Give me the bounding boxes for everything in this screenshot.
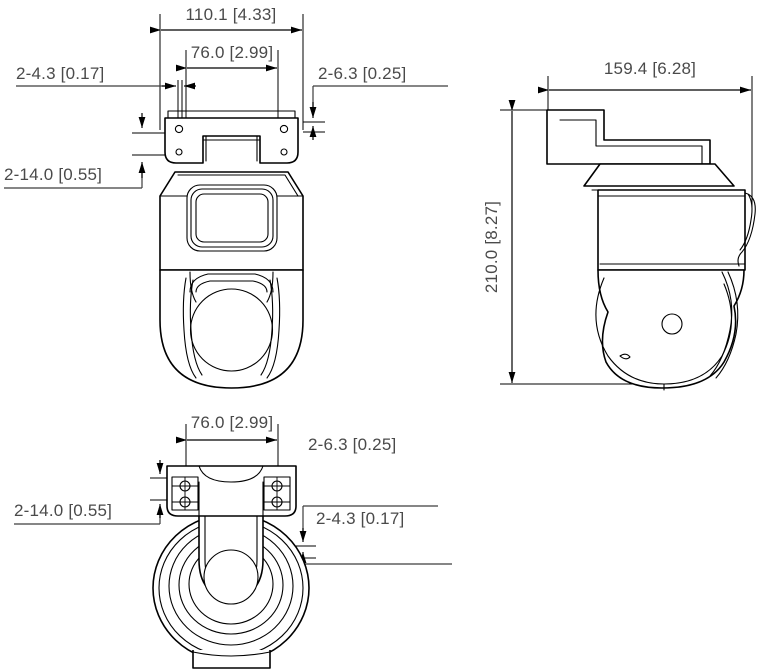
front-bracket-top-plate — [167, 110, 296, 119]
side-base-plate — [583, 163, 735, 187]
front-left-spacing-label: 2-14.0 [0.55] — [4, 165, 102, 184]
front-bracket-body — [164, 117, 299, 164]
bottom-hub-circle — [203, 549, 259, 605]
front-view-group: 110.1 [4.33] 76.0 [2.99] 2-4.3 [0.17] 2-… — [4, 5, 448, 389]
front-mount-width-label: 76.0 [2.99] — [191, 43, 274, 62]
front-dome-left-band-outer — [182, 277, 197, 379]
front-lens-bezel-mid — [190, 188, 274, 248]
front-bracket-hole-upper-left — [174, 124, 184, 134]
front-overall-width-label: 110.1 [4.33] — [186, 5, 277, 24]
side-bracket-inner-edge — [559, 119, 703, 165]
bottom-base-tab — [192, 650, 271, 669]
front-dome-hood — [189, 273, 274, 293]
front-bracket-hole-lower-left — [175, 148, 183, 156]
front-dome-hood-inner — [195, 280, 268, 293]
bottom-right-hole-label: 2-6.3 [0.25] — [308, 435, 396, 454]
side-dome-port — [661, 313, 683, 335]
bottom-view-group: 76.0 [2.99] 2-6.3 [0.25] 2-4.3 [0.17] 2-… — [14, 413, 452, 669]
front-dome-right-band-outer — [266, 277, 281, 379]
front-right-hole-label: 2-6.3 [0.25] — [318, 64, 406, 83]
bottom-bracket-notch — [198, 465, 264, 483]
side-dome-right-seam-outer — [715, 271, 739, 379]
side-dome-small-vent — [619, 353, 631, 360]
side-view-group: 159.4 [6.28] 210.0 [8.27] — [482, 59, 756, 391]
side-dome-right-seam — [709, 271, 733, 377]
side-depth-label: 159.4 [6.28] — [604, 59, 696, 78]
bottom-mount-width-label: 76.0 [2.99] — [191, 413, 274, 432]
front-dome-body — [159, 269, 304, 389]
front-dome-lens-circle — [189, 288, 274, 372]
bottom-right-hole-lower-label: 2-4.3 [0.17] — [316, 509, 404, 528]
side-height-label: 210.0 [8.27] — [482, 201, 501, 293]
side-dome-body — [597, 269, 745, 389]
bottom-left-spacing-label: 2-14.0 [0.55] — [14, 501, 112, 520]
front-left-hole-label: 2-4.3 [0.17] — [16, 64, 104, 83]
bottom-base-tab-arc — [192, 651, 271, 657]
front-bracket-hole-upper-right — [279, 124, 289, 134]
front-housing-bevel — [177, 174, 299, 197]
front-bracket-hole-lower-right — [280, 148, 288, 156]
side-camera-body — [597, 189, 746, 271]
side-sunshade-flange-inner — [739, 193, 753, 251]
front-lens-window — [195, 193, 269, 243]
side-sunshade-flange — [737, 192, 756, 267]
